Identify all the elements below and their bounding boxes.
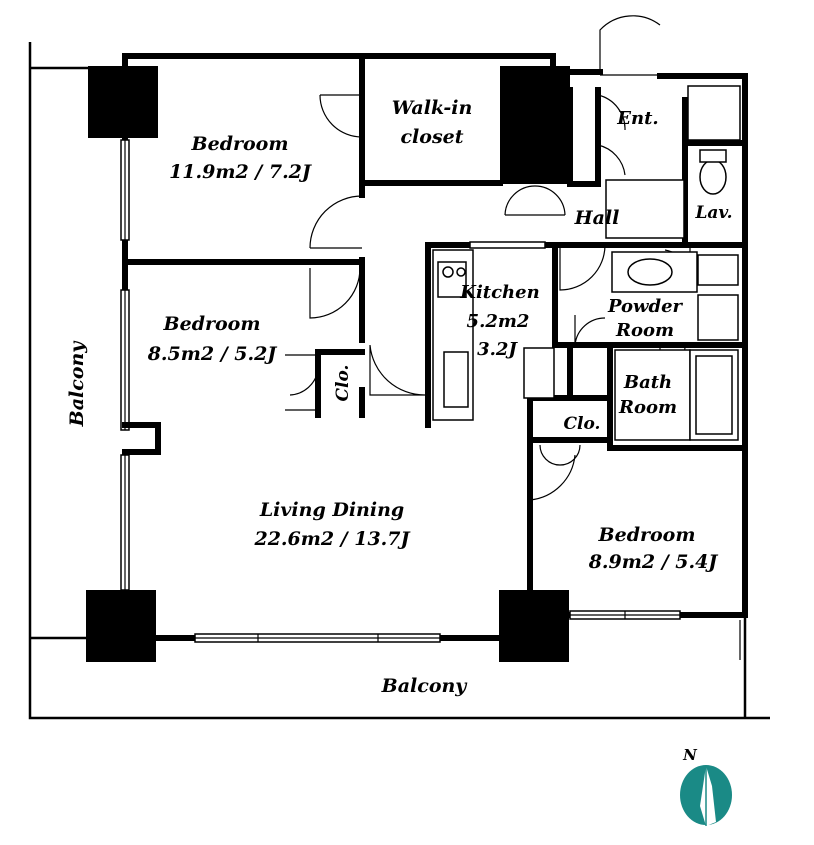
interior-walls (122, 53, 748, 618)
structural-columns (86, 66, 570, 662)
bedroom-nw-label: Bedroom (191, 133, 289, 155)
balcony-south-label: Balcony (381, 675, 469, 697)
closet-w-label: Clo. (333, 365, 353, 402)
compass-icon: N (680, 746, 732, 826)
bedroom-w-area: 8.5m2 / 5.2J (147, 343, 279, 365)
closet-top-label: Clo. (517, 160, 554, 180)
walkin-closet-label-2: closet (400, 126, 463, 148)
powder-room-label-1: Powder (607, 296, 684, 317)
compass-north-label: N (682, 746, 698, 764)
bedroom-nw-area: 11.9m2 / 7.2J (169, 161, 313, 183)
kitchen-label: Kitchen (459, 282, 539, 303)
living-dining-label: Living Dining (259, 499, 404, 521)
bedroom-w-label: Bedroom (163, 313, 261, 335)
bath-room-label-1: Bath (623, 372, 672, 393)
bedroom-se-area: 8.9m2 / 5.4J (588, 551, 720, 573)
walkin-closet-label-1: Walk-in (392, 97, 473, 119)
living-dining-area: 22.6m2 / 13.7J (253, 528, 411, 550)
bedroom-se-label: Bedroom (598, 524, 696, 546)
bath-room-label-2: Room (618, 397, 677, 418)
powder-room-label-2: Room (615, 320, 674, 341)
kitchen-area-j: 3.2J (477, 339, 518, 360)
fixtures (432, 85, 741, 441)
hall-label: Hall (574, 207, 620, 229)
lavatory-label: Lav. (694, 203, 732, 223)
balcony-west-label: Balcony (66, 340, 88, 428)
closet-e-label: Clo. (564, 414, 601, 434)
balcony-outline (28, 42, 770, 720)
entrance-label: Ent. (616, 108, 658, 129)
windows (120, 139, 681, 643)
kitchen-area: 5.2m2 (467, 311, 530, 332)
